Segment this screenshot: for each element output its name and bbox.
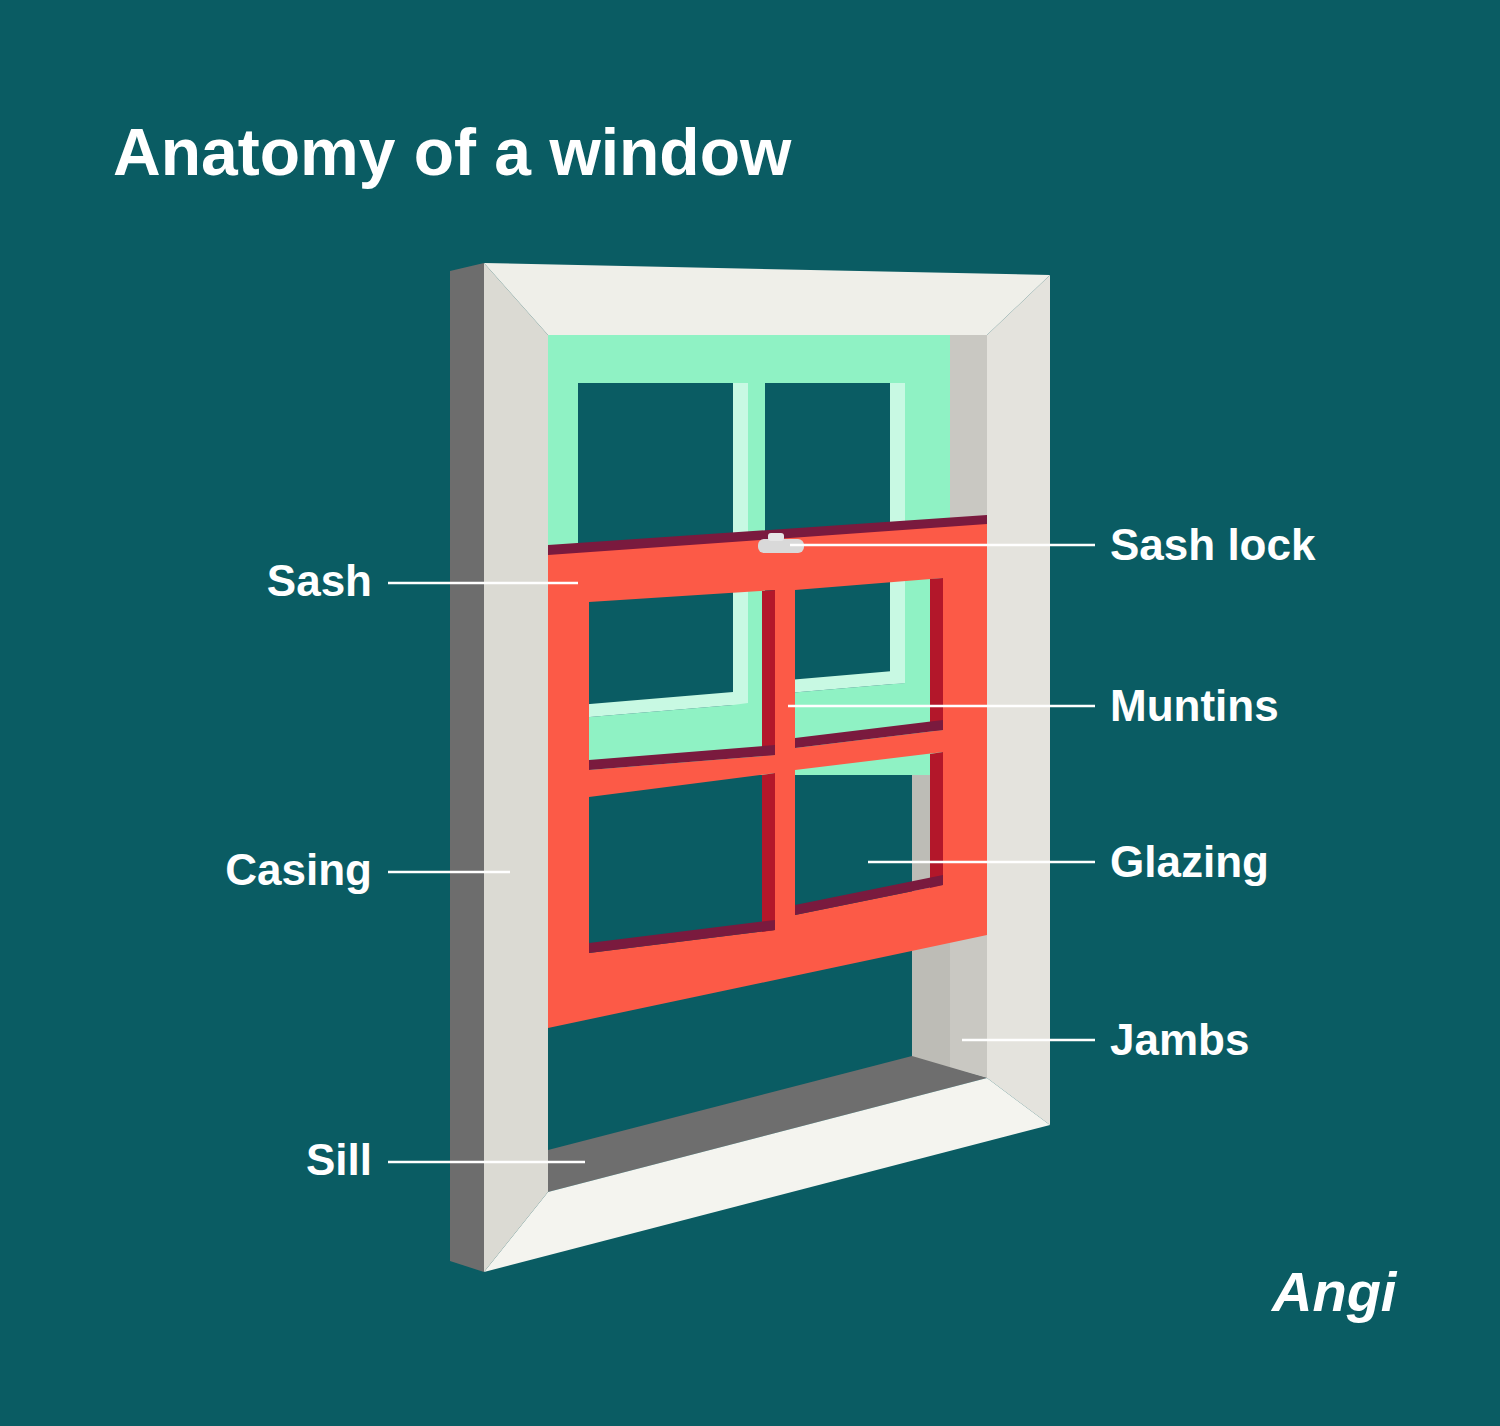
sash-depth — [589, 920, 775, 953]
diagram-title: Anatomy of a window — [113, 116, 791, 189]
part-label: Jambs — [1110, 1016, 1249, 1064]
part-label: Glazing — [1110, 838, 1269, 886]
sash-depth — [930, 578, 943, 731]
casing-side — [450, 263, 484, 1272]
leader-line — [388, 871, 510, 874]
casing-right — [987, 275, 1050, 1125]
sash-depth — [795, 720, 943, 748]
upper-sash-bevel — [578, 692, 733, 718]
casing-top — [484, 263, 1050, 335]
sash-depth — [762, 590, 775, 756]
part-label: Sill — [306, 1136, 372, 1184]
part-label: Muntins — [1110, 682, 1279, 730]
part-label: Casing — [225, 846, 372, 894]
lower-sash-frame — [548, 524, 987, 1028]
leader-line — [388, 1161, 585, 1164]
casing-left — [484, 263, 548, 1272]
casing-bottom — [484, 1078, 1050, 1272]
part-label: Sash — [267, 557, 372, 605]
leader-line — [962, 1039, 1095, 1042]
sash-depth — [930, 752, 943, 888]
sash-depth — [589, 745, 775, 770]
logo-watermark: Angi — [1272, 1261, 1396, 1323]
leader-line — [790, 544, 1095, 547]
part-label: Sash lock — [1110, 521, 1315, 569]
sash-depth — [762, 773, 775, 932]
sash-lock — [768, 533, 784, 541]
leader-line — [788, 705, 1095, 708]
leader-lines — [388, 545, 1095, 1162]
casing — [450, 263, 1050, 1272]
leader-line — [388, 582, 578, 585]
sash-depth — [795, 875, 943, 915]
leader-line — [868, 861, 1095, 864]
lower-sash — [548, 515, 987, 1028]
